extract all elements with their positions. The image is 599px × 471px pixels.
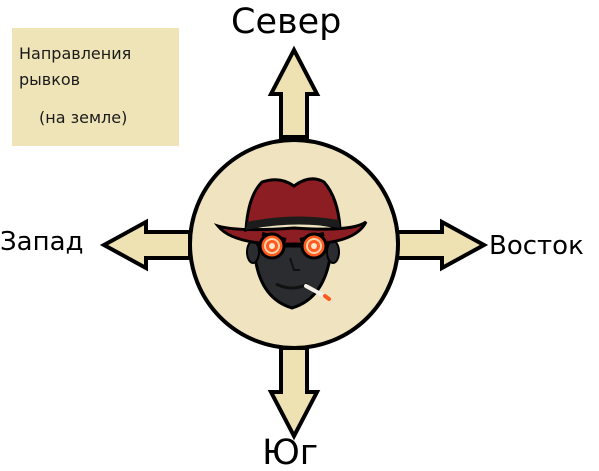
east-arrow [395, 218, 489, 272]
legend-box: Направления рывков (на земле) [12, 28, 179, 146]
direction-label-west: Запад [0, 227, 84, 257]
direction-label-east: Восток [489, 231, 584, 261]
north-arrow [267, 45, 321, 139]
direction-label-south: Юг [262, 433, 319, 471]
direction-label-north: Север [231, 2, 342, 42]
spy-character-icon [213, 177, 368, 310]
south-arrow [267, 346, 321, 441]
legend-title-line-1: Направления [19, 44, 132, 63]
legend-subtitle: (на земле) [39, 108, 128, 127]
legend-title-line-2: рывков [19, 70, 81, 89]
west-arrow [99, 218, 192, 272]
